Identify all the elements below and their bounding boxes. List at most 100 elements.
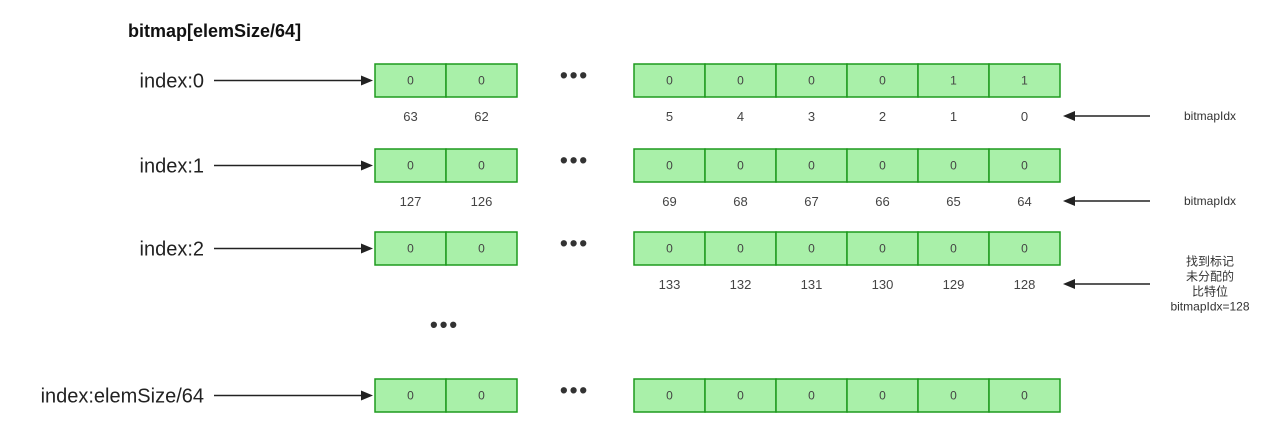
bit-cell-box xyxy=(445,378,518,413)
bit-position-label: 132 xyxy=(730,277,752,292)
bit-position-label: 129 xyxy=(943,277,965,292)
bit-position-label: 126 xyxy=(471,194,493,209)
bit-position-label: 66 xyxy=(875,194,889,209)
bitmap-idx-label: 找到标记 xyxy=(1186,255,1234,269)
bitmap-idx-label: bitmapIdx xyxy=(1184,109,1236,123)
bit-cell-box xyxy=(917,231,990,266)
bit-cell-box xyxy=(775,378,848,413)
bit-cell: 0 xyxy=(775,378,848,413)
bit-cell: 0 xyxy=(988,231,1061,266)
bit-value: 0 xyxy=(407,159,414,173)
bit-value: 0 xyxy=(407,389,414,403)
bit-cell-box xyxy=(988,378,1061,413)
bit-cell-box xyxy=(704,231,777,266)
bit-position-label: 62 xyxy=(474,109,488,124)
arrow-head xyxy=(1063,111,1075,121)
bit-position-label: 0 xyxy=(1021,109,1028,124)
bit-position-label: 68 xyxy=(733,194,747,209)
bit-cell-box xyxy=(704,378,777,413)
bit-position-label: 63 xyxy=(403,109,417,124)
row-index-label: index:2 xyxy=(140,239,205,261)
bit-cell: 0 xyxy=(775,231,848,266)
arrow-head xyxy=(1063,196,1075,206)
bit-cell: 0 xyxy=(775,63,848,98)
row-pointer-arrow xyxy=(214,75,373,86)
bit-cell: 0 xyxy=(633,378,706,413)
bit-cell: 0 xyxy=(445,148,518,183)
bit-value: 0 xyxy=(407,242,414,256)
arrow-head xyxy=(361,160,373,171)
bit-value: 0 xyxy=(666,74,673,88)
bit-value: 0 xyxy=(879,74,886,88)
bitmap-idx-arrow xyxy=(1063,196,1150,206)
vertical-ellipsis: ••• xyxy=(430,312,459,337)
bit-cell-box xyxy=(775,231,848,266)
bit-cell-box xyxy=(704,148,777,183)
bit-value: 0 xyxy=(1021,242,1028,256)
bit-cell: 0 xyxy=(846,231,919,266)
bit-cell-box xyxy=(775,148,848,183)
bit-cell: 0 xyxy=(846,378,919,413)
bit-cell-box xyxy=(374,378,447,413)
bit-position-label: 128 xyxy=(1014,277,1036,292)
row-index-label: index:0 xyxy=(140,71,205,93)
bit-position-label: 127 xyxy=(400,194,422,209)
bit-value: 0 xyxy=(1021,389,1028,403)
bit-cell-box xyxy=(988,63,1061,98)
row-pointer-arrow xyxy=(214,390,373,401)
bit-cell-box xyxy=(917,148,990,183)
bit-cell: 0 xyxy=(917,231,990,266)
bitmap-idx-label: 比特位 xyxy=(1192,284,1228,299)
bit-value: 0 xyxy=(478,159,485,173)
bit-cell: 0 xyxy=(374,231,447,266)
bit-cell-box xyxy=(988,148,1061,183)
bit-cell: 0 xyxy=(988,378,1061,413)
bit-value: 1 xyxy=(950,74,957,88)
bit-value: 0 xyxy=(737,389,744,403)
bitmap-idx-arrow xyxy=(1063,279,1150,289)
bit-cell: 0 xyxy=(775,148,848,183)
bit-cell-box xyxy=(633,231,706,266)
bit-cell: 1 xyxy=(917,63,990,98)
bit-value: 0 xyxy=(407,74,414,88)
bit-cell-box xyxy=(445,63,518,98)
bit-cell: 0 xyxy=(704,148,777,183)
bit-cell: 0 xyxy=(917,148,990,183)
horizontal-ellipsis: ••• xyxy=(560,231,589,256)
arrow-head xyxy=(1063,279,1075,289)
bit-value: 0 xyxy=(666,389,673,403)
bit-value: 0 xyxy=(950,242,957,256)
bit-cell: 0 xyxy=(374,378,447,413)
bit-cell: 0 xyxy=(374,148,447,183)
bit-value: 0 xyxy=(478,74,485,88)
bit-position-label: 3 xyxy=(808,109,815,124)
bit-cell: 0 xyxy=(445,63,518,98)
arrow-head xyxy=(361,390,373,401)
bit-cell: 0 xyxy=(633,148,706,183)
bit-cell: 0 xyxy=(704,378,777,413)
bit-value: 0 xyxy=(808,389,815,403)
arrow-head xyxy=(361,243,373,254)
bit-value: 0 xyxy=(950,389,957,403)
bit-value: 0 xyxy=(666,242,673,256)
diagram-title: bitmap[elemSize/64] xyxy=(128,21,301,41)
bit-cell: 0 xyxy=(846,63,919,98)
bit-cell: 0 xyxy=(846,148,919,183)
bit-cell-box xyxy=(846,231,919,266)
bitmap-idx-label: bitmapIdx=128 xyxy=(1170,300,1249,314)
bit-position-label: 69 xyxy=(662,194,676,209)
bit-position-label: 4 xyxy=(737,109,744,124)
bit-value: 0 xyxy=(879,389,886,403)
bit-cell-box xyxy=(846,148,919,183)
bitmap-idx-arrow xyxy=(1063,111,1150,121)
row-index-label: index:elemSize/64 xyxy=(41,386,204,408)
bit-value: 0 xyxy=(737,74,744,88)
bit-position-label: 64 xyxy=(1017,194,1031,209)
bit-position-label: 130 xyxy=(872,277,894,292)
bit-value: 0 xyxy=(478,389,485,403)
